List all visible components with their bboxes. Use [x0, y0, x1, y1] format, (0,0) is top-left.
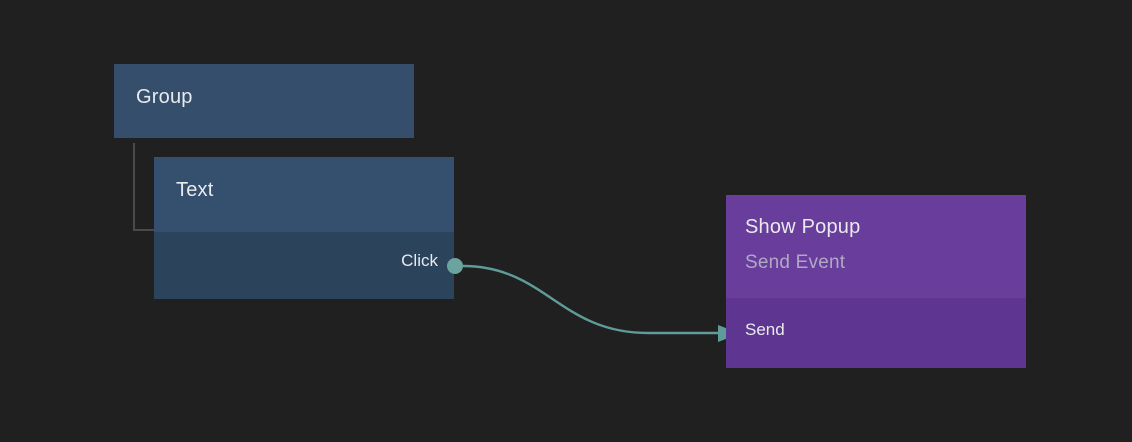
node-group-title: Group	[136, 86, 193, 108]
node-group[interactable]: Group	[114, 64, 414, 138]
node-show-popup-input-port-send[interactable]: Send	[726, 317, 1026, 343]
node-show-popup-title: Show Popup	[745, 216, 861, 238]
tree-connector-horizontal	[133, 229, 154, 231]
port-dot-click-icon[interactable]	[447, 258, 463, 274]
node-text-header	[154, 157, 454, 232]
node-text-output-port-click[interactable]: Click	[154, 245, 454, 277]
node-text-title: Text	[176, 179, 214, 201]
tree-connector-vertical	[133, 143, 135, 231]
node-show-popup-input-port-send-label: Send	[745, 320, 785, 339]
node-show-popup[interactable]: Show Popup Send Event Send	[726, 195, 1026, 368]
node-text[interactable]: Text Click	[154, 157, 454, 299]
node-show-popup-subtitle: Send Event	[745, 252, 846, 273]
node-text-output-port-click-label: Click	[401, 251, 438, 270]
connection-click-to-send[interactable]	[461, 264, 728, 335]
node-show-popup-header	[726, 195, 1026, 298]
